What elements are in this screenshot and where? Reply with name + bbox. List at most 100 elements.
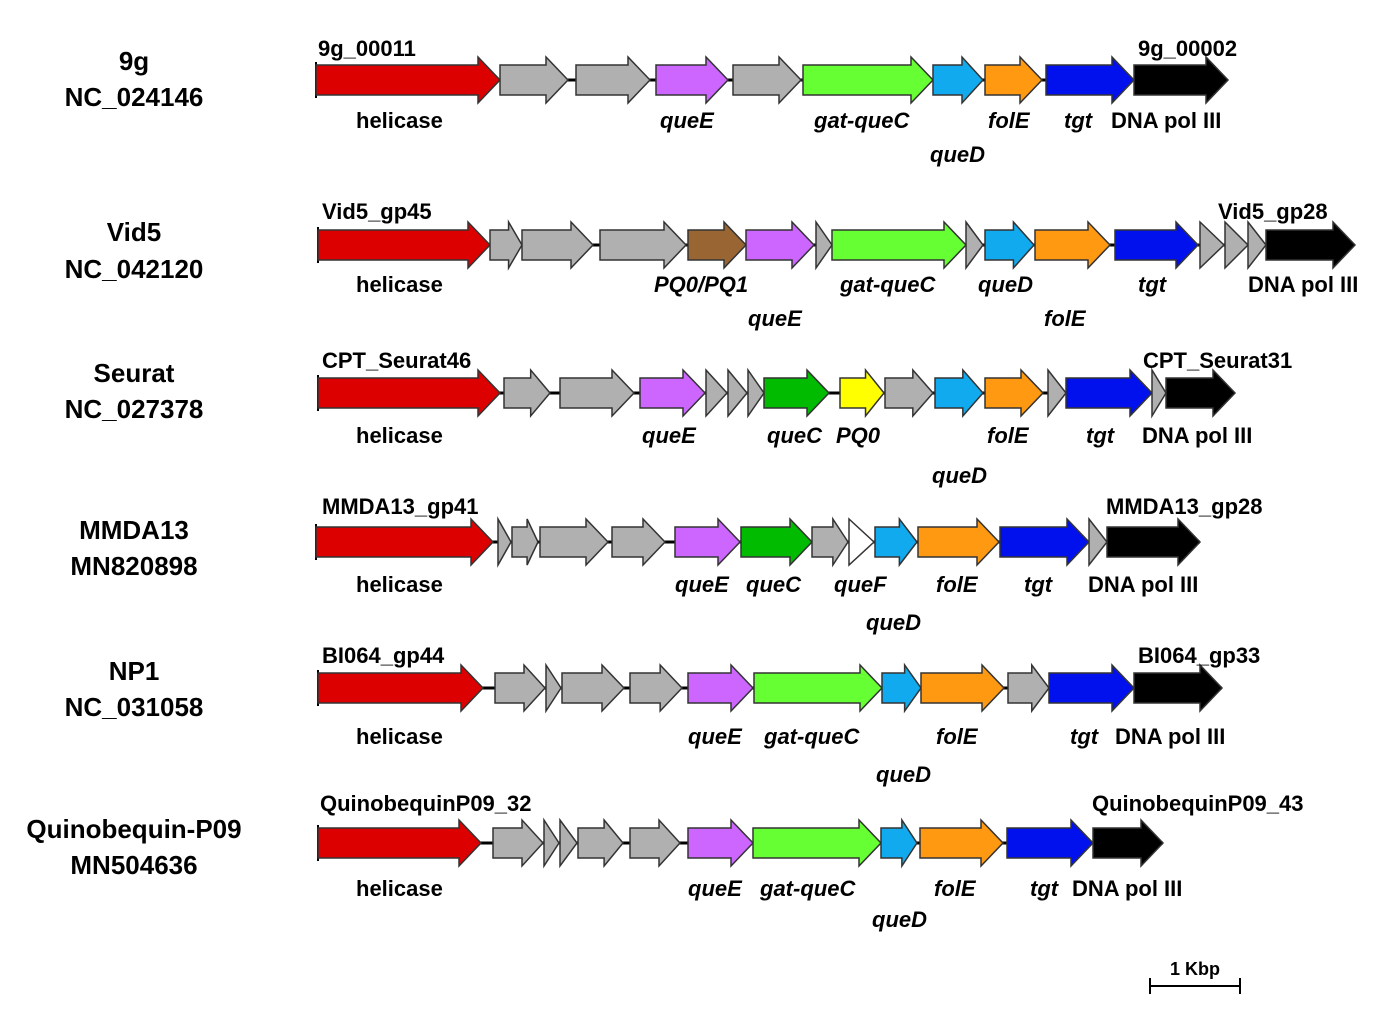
gene-arrow-helicase (317, 663, 485, 713)
gene-arrow-hypothetical (575, 55, 652, 105)
phage-name: 9g (119, 46, 149, 76)
gene-label: queF (834, 572, 887, 597)
gene-arrow-hypothetical (559, 368, 636, 418)
gene-label: gat-queC (813, 108, 910, 133)
gene-arrow-quee (687, 818, 755, 868)
gene-arrow-quee (687, 663, 755, 713)
gene-label: tgt (1070, 724, 1100, 749)
gene-arrow-qued (984, 220, 1036, 270)
gene-arrow-hypothetical (1088, 516, 1108, 568)
gene-arrow-dna-pol-iii (1133, 663, 1224, 713)
gene-arrow-quee (639, 368, 707, 418)
scale-bar-label: 1 Kbp (1170, 959, 1220, 979)
gene-arrow-hypothetical (559, 817, 578, 869)
start-locus-id: 9g_00011 (318, 36, 416, 61)
gene-arrow-hypothetical (511, 518, 539, 566)
phage-accession: NC_031058 (65, 692, 204, 722)
gene-label: helicase (356, 108, 443, 133)
gene-arrow-quee (655, 55, 730, 105)
gene-arrow-hypothetical (732, 55, 803, 105)
gene-arrow-gat-quec (802, 55, 935, 105)
phage-accession: MN504636 (70, 850, 197, 880)
gene-arrow-hypothetical (492, 818, 545, 868)
gene-arrow-pq0 (839, 367, 885, 419)
gene-arrow-tgt (1114, 220, 1200, 270)
gene-label: queE (675, 572, 730, 597)
gene-arrow-quee (674, 517, 742, 567)
gene-arrow-tgt (1065, 368, 1154, 418)
gene-arrow-quec (763, 368, 831, 418)
gene-label: folE (936, 572, 979, 597)
gene-arrow-gat-quec (752, 818, 883, 868)
gene-arrow-qued (932, 55, 985, 105)
gene-arrow-hypothetical (599, 220, 688, 270)
gene-arrow-qued (874, 516, 918, 568)
gene-arrow-quee (745, 220, 816, 270)
gene-arrow-hypothetical (497, 516, 512, 568)
phage-name: Vid5 (107, 217, 161, 247)
gene-arrow-dna-pol-iii (1133, 55, 1230, 105)
gene-label: DNA pol III (1072, 876, 1182, 901)
gene-label: helicase (356, 876, 443, 901)
gene-arrow-hypothetical (499, 55, 570, 105)
end-locus-id: 9g_00002 (1138, 36, 1237, 61)
phage-name: Seurat (94, 358, 175, 388)
gene-label: PQ0/PQ1 (654, 272, 748, 297)
gene-arrow-hypothetical (545, 662, 562, 714)
gene-arrow-tgt (1006, 818, 1095, 868)
gene-arrow-tgt (1048, 663, 1136, 713)
gene-arrow-hypothetical (815, 219, 833, 271)
gene-arrow-tgt (999, 517, 1091, 567)
gene-arrow-hypothetical (1047, 367, 1067, 419)
gene-arrow-gat-quec (831, 220, 968, 270)
phage-accession: NC_024146 (65, 82, 204, 112)
gene-arrow-hypothetical (1224, 220, 1250, 270)
gene-arrow-fole (919, 818, 1005, 868)
start-locus-id: Vid5_gp45 (322, 199, 432, 224)
gene-label: gat-queC (839, 272, 936, 297)
gene-label: tgt (1024, 572, 1054, 597)
gene-arrow-hypothetical (489, 219, 523, 271)
gene-label: queD (876, 762, 931, 787)
end-locus-id: Vid5_gp28 (1218, 199, 1328, 224)
gene-label: gat-queC (763, 724, 860, 749)
gene-arrow-fole (1034, 220, 1112, 270)
gene-label: queE (688, 876, 743, 901)
gene-label: tgt (1030, 876, 1060, 901)
gene-label: folE (1044, 306, 1087, 331)
gene-arrow-pq0-pq1 (687, 220, 748, 270)
gene-arrow-hypothetical (629, 663, 684, 713)
gene-label: DNA pol III (1088, 572, 1198, 597)
gene-label: folE (934, 876, 977, 901)
gene-label: folE (988, 108, 1031, 133)
gene-label: queD (930, 142, 985, 167)
gene-arrow-helicase (315, 55, 502, 105)
gene-arrow-hypothetical (965, 219, 984, 271)
gene-arrow-hypothetical (884, 368, 934, 418)
gene-label: DNA pol III (1115, 724, 1225, 749)
gene-label: helicase (356, 423, 443, 448)
gene-arrow-fole (920, 663, 1006, 713)
gene-arrow-hypothetical (521, 220, 595, 270)
phage-name: NP1 (109, 656, 160, 686)
gene-label: DNA pol III (1111, 108, 1221, 133)
gene-arrow-hypothetical (629, 818, 682, 868)
phage-accession: NC_042120 (65, 254, 204, 284)
gene-arrow-hypothetical (1007, 662, 1050, 714)
start-locus-id: CPT_Seurat46 (322, 348, 471, 373)
gene-arrow-hypothetical (503, 367, 551, 419)
gene-label: queC (746, 572, 802, 597)
gene-arrow-hypothetical (811, 516, 849, 568)
gene-label: PQ0 (836, 423, 881, 448)
gene-label: DNA pol III (1142, 423, 1252, 448)
gene-arrow-quec (740, 517, 814, 567)
gene-arrow-qued (881, 662, 922, 714)
gene-arrow-hypothetical (561, 663, 626, 713)
gene-arrow-quef (848, 517, 876, 567)
gene-arrow-dna-pol-iii (1165, 368, 1237, 418)
